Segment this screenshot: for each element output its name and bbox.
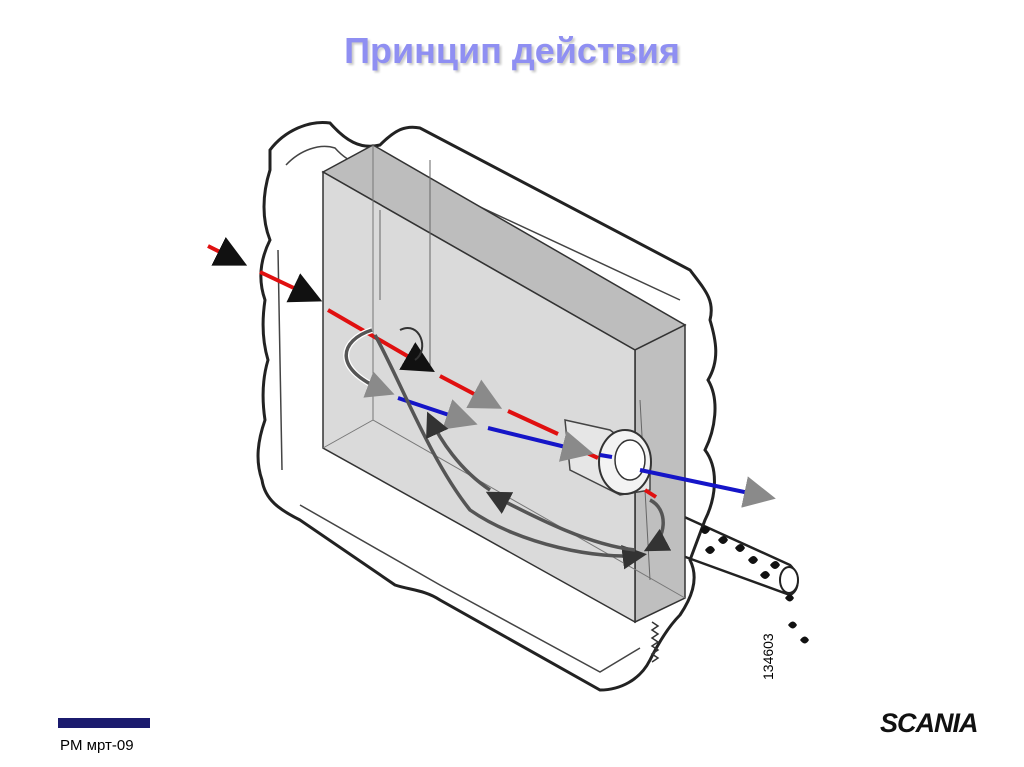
figure-number: 134603 (760, 633, 776, 680)
drain-pipe-opening (780, 567, 798, 593)
footer-bar (58, 718, 150, 728)
footer-label: PM мрт-09 (60, 737, 134, 754)
scania-logo: SCANIA (880, 708, 978, 739)
centre-tube-bore (615, 440, 645, 480)
